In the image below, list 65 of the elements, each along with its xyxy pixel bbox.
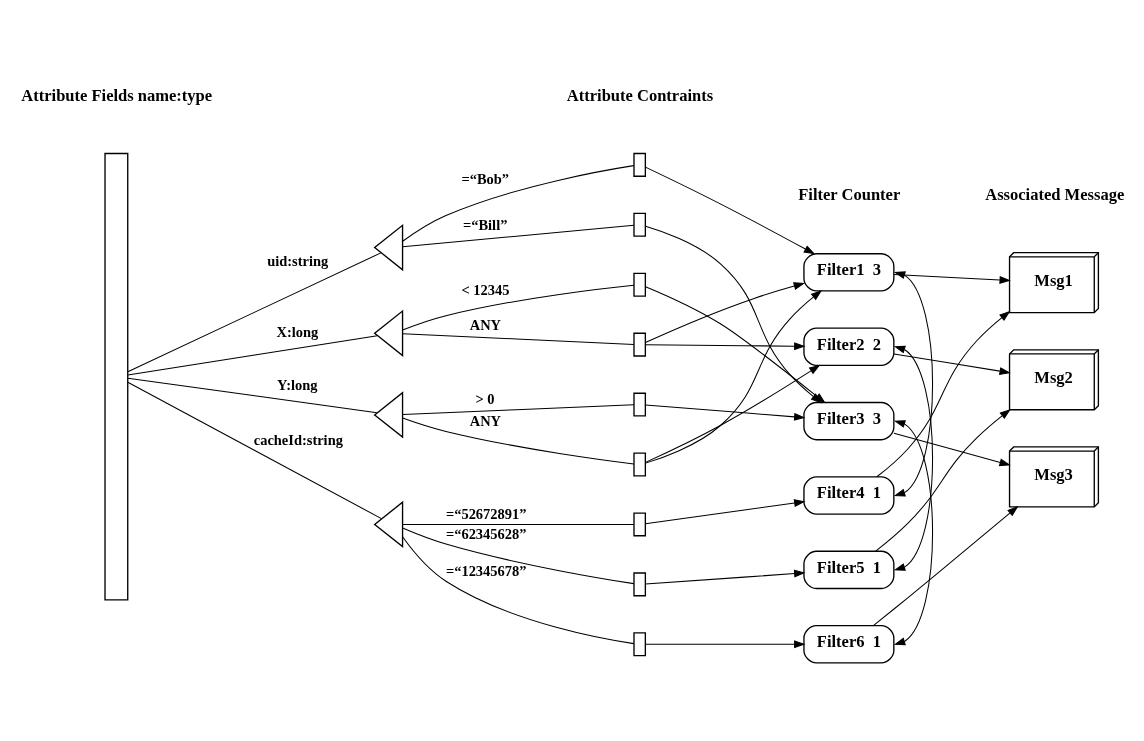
connector <box>127 334 378 376</box>
node-box <box>633 152 646 177</box>
label: Attribute Fields name:type <box>21 85 213 105</box>
node-box <box>633 571 646 596</box>
arrow <box>893 432 1011 466</box>
connector <box>402 164 635 242</box>
node-box <box>633 212 646 237</box>
arrow <box>644 569 806 585</box>
label: Associated Message <box>985 184 1125 204</box>
connector <box>402 416 635 464</box>
arrow <box>875 408 1011 552</box>
edge-label: uid:string <box>267 252 329 269</box>
connector <box>402 523 635 525</box>
edge-label: Y:long <box>277 376 318 393</box>
edge-label: =“Bob” <box>461 170 510 187</box>
node-triangle <box>373 390 404 438</box>
node-box <box>633 392 646 417</box>
node-box <box>633 511 646 536</box>
edge-label: =“Bill” <box>463 216 508 233</box>
edge-label: X:long <box>276 323 319 340</box>
node-box: Filter4 1 <box>803 475 895 515</box>
node-box <box>633 332 646 357</box>
arrow <box>644 639 806 648</box>
node-box <box>633 631 646 656</box>
connector <box>402 284 635 330</box>
edge-label: ANY <box>469 316 502 333</box>
connector <box>127 381 382 519</box>
node-box: Filter1 3 <box>803 252 895 292</box>
edge-label: =“52672891” <box>445 505 527 522</box>
node-box: Filter2 2 <box>803 326 895 366</box>
connector <box>127 251 382 372</box>
arrow <box>644 403 806 421</box>
node-box: Filter5 1 <box>803 550 895 589</box>
connector <box>402 527 635 584</box>
edge-label: =“62345628” <box>445 525 527 542</box>
arrow <box>644 166 816 254</box>
connector <box>402 332 635 345</box>
edge-label: cacheId:string <box>253 431 343 448</box>
node-bar <box>104 152 129 600</box>
arrow <box>644 281 806 343</box>
arrow <box>872 505 1019 626</box>
arrow <box>644 341 806 350</box>
arrow <box>893 352 1011 375</box>
connector <box>402 224 635 247</box>
node-triangle <box>373 309 404 357</box>
arrow <box>893 273 1011 284</box>
arrow <box>893 419 934 645</box>
node-triangle <box>373 500 404 548</box>
connector <box>402 536 635 644</box>
label: Attribute Contraints <box>566 85 714 105</box>
node-box: Filter6 1 <box>803 624 895 664</box>
edge-label: < 12345 <box>461 281 510 298</box>
connector <box>402 403 635 415</box>
node-box <box>633 451 646 477</box>
label: Filter Counter <box>798 184 901 204</box>
edge-label: > 0 <box>475 390 495 407</box>
arrow <box>893 345 934 571</box>
connector <box>127 377 378 413</box>
edge-label: =“12345678” <box>445 562 527 579</box>
edge-label: ANY <box>469 412 502 429</box>
node-triangle <box>373 223 404 271</box>
arrow <box>876 310 1011 477</box>
node-box: Filter3 3 <box>803 401 895 440</box>
node-box <box>633 272 646 297</box>
arrow <box>644 498 806 524</box>
